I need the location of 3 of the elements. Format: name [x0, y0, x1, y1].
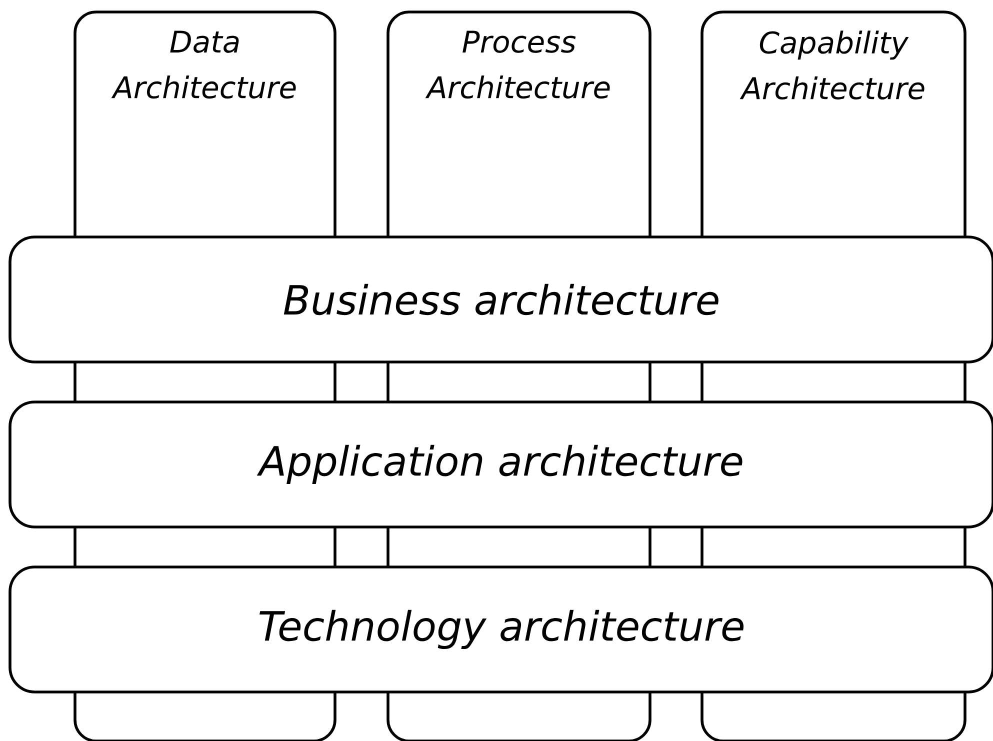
layer-band: Application architecture: [8, 400, 993, 528]
layer-band: Business architecture: [8, 236, 993, 364]
layer-band: Technology architecture: [8, 566, 993, 694]
